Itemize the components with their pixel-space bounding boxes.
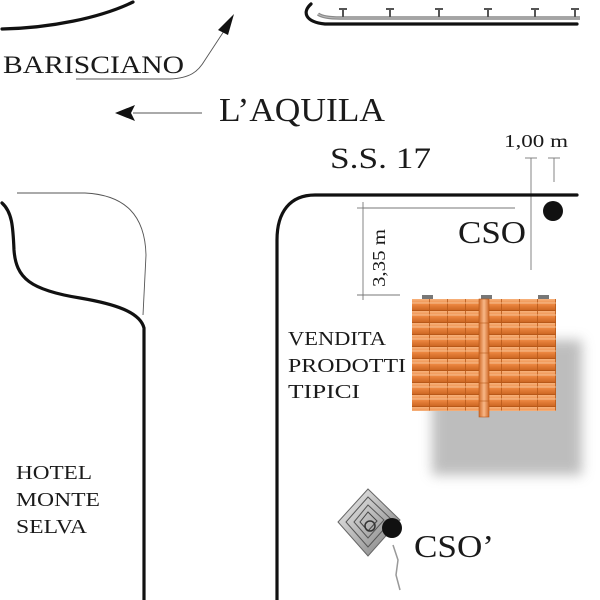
svg-text:PRODOTTI: PRODOTTI [288, 355, 406, 377]
label-cso-prime: CSO’ [414, 528, 494, 564]
svg-text:TIPICI: TIPICI [288, 381, 360, 403]
label-road-ss17: S.S. 17 [330, 142, 431, 175]
cso-marker-icon[interactable] [543, 201, 563, 221]
label-cso: CSO [458, 214, 526, 250]
dimension-horizontal-lines [525, 157, 560, 270]
arrow-barisciano-icon [76, 14, 234, 80]
label-shop: VENDITA PRODOTTI TIPICI [288, 328, 406, 403]
svg-text:HOTEL: HOTEL [16, 462, 92, 484]
road-top-left-curve [0, 0, 135, 31]
svg-text:MONTE: MONTE [16, 489, 100, 511]
label-dim-horizontal: 1,00 m [504, 131, 568, 151]
building-vendita-prodotti-tipici[interactable] [412, 295, 556, 418]
label-laquila: L’AQUILA [219, 92, 385, 129]
dimension-vertical-lines [357, 202, 515, 300]
svg-text:SELVA: SELVA [16, 516, 88, 538]
label-barisciano: BARISCIANO [3, 52, 184, 79]
road-left-edge-thin [17, 192, 147, 316]
cso-prime-antenna-icon[interactable] [337, 488, 402, 591]
label-dim-vertical: 3,35 m [369, 229, 389, 287]
railway-track [304, 2, 580, 26]
svg-text:VENDITA: VENDITA [288, 328, 387, 350]
road-ss17-corner [275, 193, 579, 600]
arrow-laquila-icon [115, 105, 202, 121]
road-left-winding [0, 201, 146, 600]
label-hotel: HOTEL MONTE SELVA [16, 462, 100, 538]
